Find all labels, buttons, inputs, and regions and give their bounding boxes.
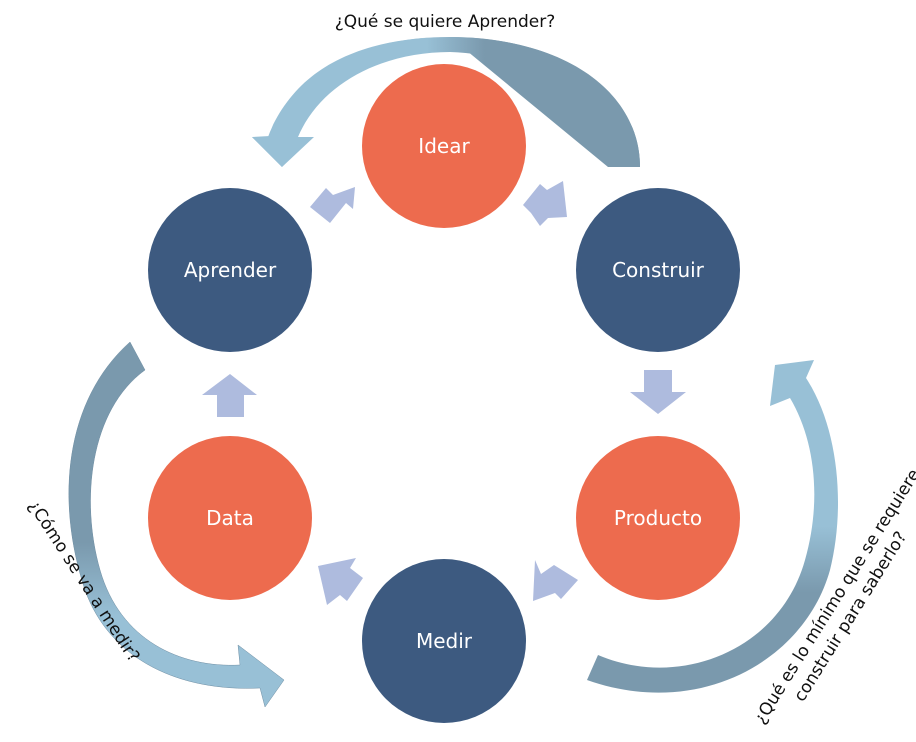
node-producto: Producto — [576, 436, 740, 600]
node-circle-data — [148, 436, 312, 600]
flow-arrow-medir-data — [318, 558, 363, 605]
flow-arrow-aprender-idear — [310, 187, 355, 223]
node-label-data: Data — [206, 506, 254, 530]
node-construir: Construir — [576, 188, 740, 352]
node-label-construir: Construir — [612, 258, 705, 282]
node-idear: Idear — [362, 64, 526, 228]
node-circle-construir — [576, 188, 740, 352]
node-aprender: Aprender — [148, 188, 312, 352]
curved-arrow-top-body — [252, 37, 640, 167]
question-top: ¿Qué se quiere Aprender? — [335, 12, 556, 32]
flow-arrow-idear-construir — [523, 181, 567, 226]
node-circle-aprender — [148, 188, 312, 352]
curved-arrow-left — [68, 341, 285, 708]
flow-arrow-data-aprender — [202, 374, 257, 417]
node-label-medir: Medir — [416, 629, 473, 653]
node-circle-idear — [362, 64, 526, 228]
node-circle-producto — [576, 436, 740, 600]
node-label-idear: Idear — [418, 134, 470, 158]
node-medir: Medir — [362, 559, 526, 723]
flow-arrow-producto-medir — [533, 560, 578, 601]
node-label-producto: Producto — [614, 506, 702, 530]
node-circle-medir — [362, 559, 526, 723]
node-data: Data — [148, 436, 312, 600]
curved-arrow-right — [587, 360, 839, 693]
flow-arrow-construir-producto — [630, 370, 686, 414]
node-label-aprender: Aprender — [184, 258, 277, 282]
